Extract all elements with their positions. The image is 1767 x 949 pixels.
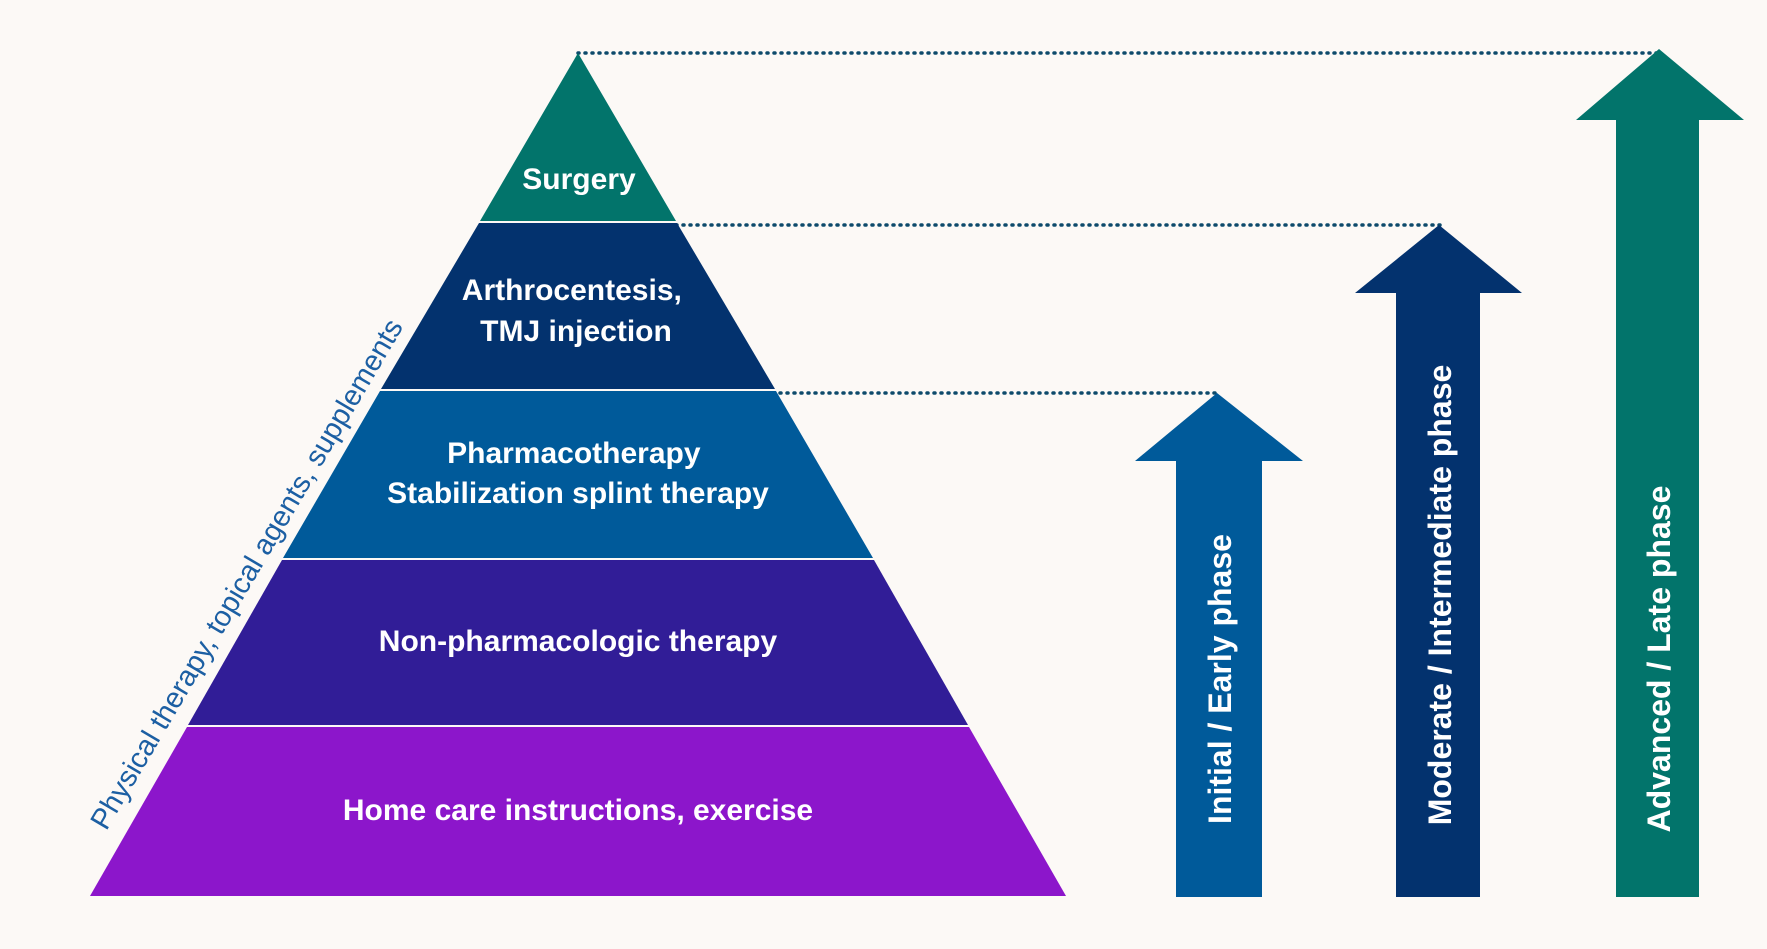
tier-label-pharmacotherapy-line-1: Pharmacotherapy <box>447 437 701 470</box>
arrow-late-phase <box>1576 49 1744 897</box>
tier-label-arthrocentesis-line-2: TMJ injection <box>480 315 672 348</box>
tier-non-pharmacologic <box>188 560 968 725</box>
tier-pharmacotherapy <box>283 391 873 558</box>
arrow-label-late-phase: Advanced / Late phase <box>1641 486 1677 833</box>
tier-surgery <box>480 53 676 221</box>
tier-label-surgery: Surgery <box>522 163 636 196</box>
arrow-early-phase <box>1135 393 1303 897</box>
tier-label-home-care: Home care instructions, exercise <box>343 794 813 827</box>
tier-label-pharmacotherapy-line-2: Stabilization splint therapy <box>387 477 769 510</box>
arrow-label-early-phase: Initial / Early phase <box>1202 534 1238 824</box>
dotted-connectors <box>576 51 1662 395</box>
tier-arthrocentesis <box>381 223 775 389</box>
arrow-label-intermediate-phase: Moderate / Intermediate phase <box>1422 365 1458 826</box>
tier-label-non-pharmacologic: Non-pharmacologic therapy <box>379 625 778 658</box>
phase-arrows: Initial / Early phase Moderate / Interme… <box>1135 49 1744 897</box>
tier-label-arthrocentesis-line-1: Arthrocentesis, <box>462 274 682 307</box>
tier-label-pharmacotherapy: Pharmacotherapy Stabilization splint the… <box>387 437 769 510</box>
arrow-intermediate-phase <box>1355 225 1522 897</box>
pyramid: Surgery Arthrocentesis, TMJ injection Ph… <box>90 53 1066 896</box>
tier-label-arthrocentesis: Arthrocentesis, TMJ injection <box>462 274 690 348</box>
tier-home-care <box>90 727 1066 896</box>
